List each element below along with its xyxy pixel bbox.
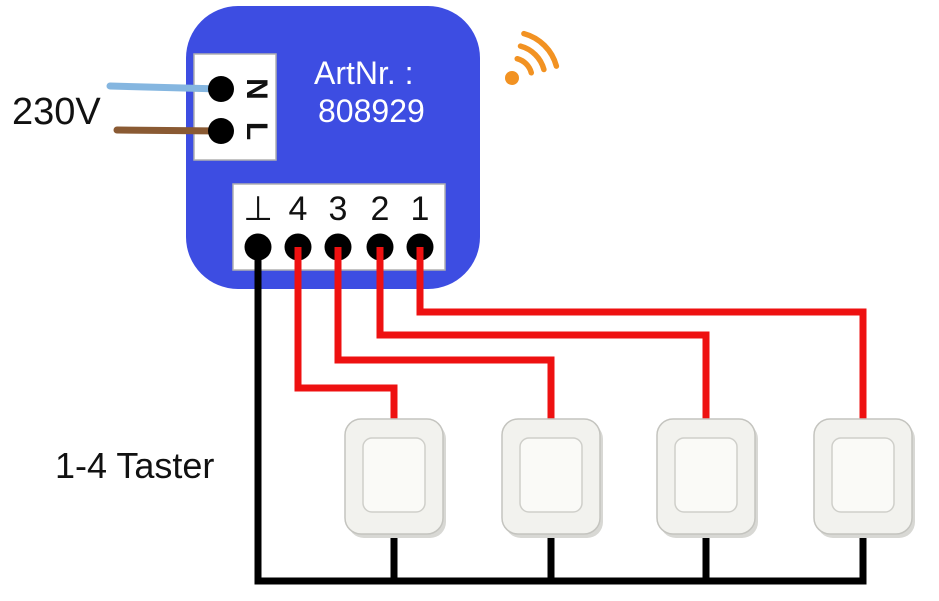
wire-red-terminal3-switch2 [334,247,555,430]
radio-signal-icon [505,30,560,85]
wire-red-terminal4-switch1 [294,247,398,430]
switch-1-button [362,437,426,513]
wire-red-terminal1-switch4 [416,247,867,430]
push-button-switch-1 [344,418,446,538]
terminal-label-3: 3 [329,190,348,228]
radio-signal-dot [505,71,519,85]
radio-signal-arc-3 [521,30,560,69]
push-button-switch-2 [501,418,603,538]
push-button-switch-4 [813,418,915,538]
nl-terminal-block [193,53,277,161]
terminal-label-2: 2 [371,190,390,228]
switch-3-button [674,437,738,513]
wire-black-common [254,247,867,585]
artnr-label-line2: 808929 [318,93,425,129]
artnr-label-line1: ArtNr. : [314,55,414,91]
terminal-label-4: 4 [289,190,308,228]
switch-2-button [519,437,583,513]
taster-label: 1-4 Taster [55,445,214,486]
terminal-l-label: L [240,122,273,140]
switch-4-button [831,437,895,513]
wire-230v-live-brown [113,126,225,135]
terminal-n-label: N [240,78,273,100]
voltage-label: 230V [12,91,101,133]
wire-red-terminal2-switch3 [376,247,710,430]
radio-signal-arc-1 [514,55,535,76]
push-button-switch-3 [656,418,758,538]
terminal-label-1: 1 [411,190,430,228]
radio-signal-arc-2 [517,43,547,73]
terminal-n-contact [208,76,234,102]
wire-230v-neutral-blue [106,82,225,93]
terminal-l-contact [208,118,234,144]
terminal-label-ground: ⊥ [243,190,273,228]
